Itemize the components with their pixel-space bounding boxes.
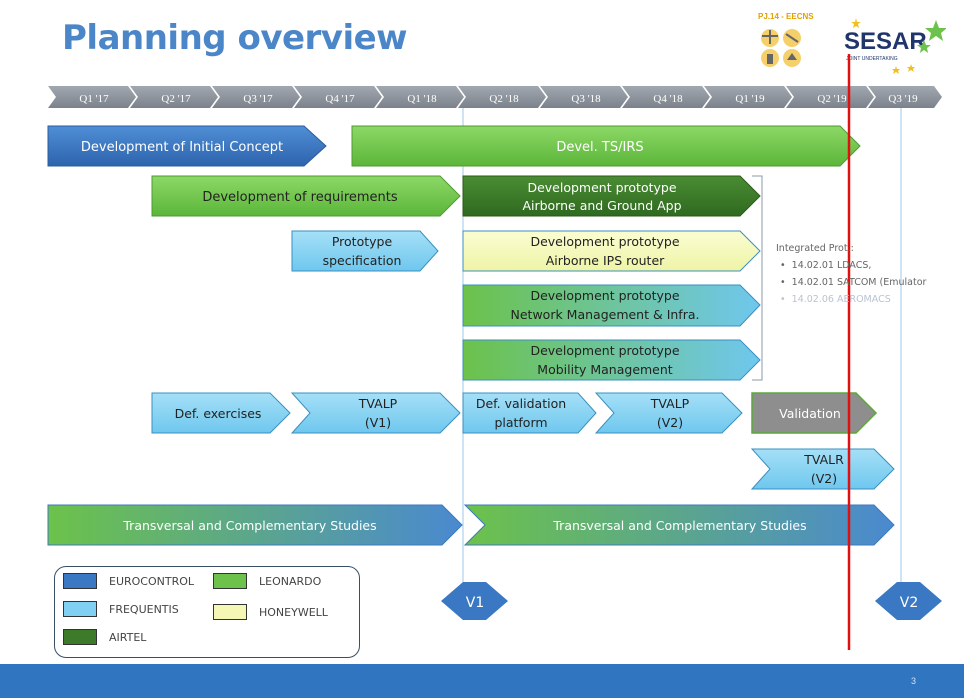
task-transversal-1: Transversal and Complementary Studies [47,504,463,546]
svg-text:V2: V2 [900,595,918,611]
task-ts-irs: Devel. TS/IRS [351,125,861,167]
svg-text:Q1 '17: Q1 '17 [79,93,109,105]
svg-text:Q3 '19: Q3 '19 [888,93,918,105]
svg-text:Prototype: Prototype [332,234,393,249]
timeline: Q1 '17 Q2 '17 Q3 '17 Q4 '17 Q1 '18 Q2 '1… [48,86,942,108]
svg-text:Devel. TS/IRS: Devel. TS/IRS [556,140,643,155]
svg-text:Development prototype: Development prototype [530,343,679,358]
legend-airtel: AIRTEL [63,629,146,645]
svg-text:TVALP: TVALP [650,396,690,411]
svg-text:Development of Initial Concept: Development of Initial Concept [81,140,283,155]
svg-text:Q1 '18: Q1 '18 [407,93,437,105]
svg-text:Development prototype: Development prototype [530,288,679,303]
svg-text:Q2 '19: Q2 '19 [817,93,847,105]
milestone-v1: V1 [441,582,508,620]
timeline-q4-18: Q4 '18 [622,86,710,108]
svg-text:Mobility Management: Mobility Management [537,362,672,377]
task-proto-spec: Prototype specification [291,230,439,272]
task-transversal-2: Transversal and Complementary Studies [463,504,895,546]
timeline-q1-18: Q1 '18 [376,86,464,108]
svg-text:Q2 '18: Q2 '18 [489,93,519,105]
svg-text:TVALP: TVALP [358,396,398,411]
legend-swatch [213,573,247,589]
svg-text:Q2 '17: Q2 '17 [161,93,191,105]
legend-honeywell: HONEYWELL [213,604,328,620]
timeline-q2-17: Q2 '17 [130,86,218,108]
pj14-logo: PJ.14 - EECNS [740,8,830,80]
task-def-exercises: Def. exercises [151,392,291,434]
timeline-q4-17: Q4 '17 [294,86,382,108]
svg-text:(V2): (V2) [657,415,683,430]
legend-swatch [63,601,97,617]
svg-text:V1: V1 [466,595,484,611]
svg-text:Q4 '17: Q4 '17 [325,93,355,105]
svg-text:Transversal and Complementary: Transversal and Complementary Studies [552,518,806,533]
svg-text:TVALR: TVALR [803,452,844,467]
svg-text:Development prototype: Development prototype [530,234,679,249]
sesar-wordmark: SESAR [844,28,927,55]
timeline-q1-19: Q1 '19 [704,86,792,108]
legend-swatch [63,573,97,589]
svg-text:Q3 '18: Q3 '18 [571,93,601,105]
svg-text:platform: platform [494,415,547,430]
milestone-v2: V2 [875,582,942,620]
task-initial-concept: Development of Initial Concept [47,125,327,167]
task-def-validation: Def. validation platform [462,392,597,434]
svg-text:Airborne and Ground App: Airborne and Ground App [522,198,681,213]
svg-text:Def. validation: Def. validation [476,396,566,411]
svg-text:Q3 '17: Q3 '17 [243,93,273,105]
task-validation: Validation [751,392,878,434]
page-number: 3 [910,676,916,686]
svg-text:(V1): (V1) [365,415,391,430]
task-tvalp-v2: TVALP (V2) [594,392,743,434]
task-tvalp-v1: TVALP (V1) [290,392,461,434]
integrated-prot-list: Integrated Prot.: • 14.02.01 LDACS, • 14… [776,240,926,308]
legend-leonardo: LEONARDO [213,573,321,589]
svg-text:Transversal and Complementary: Transversal and Complementary Studies [122,518,376,533]
prototype-bracket [752,175,763,381]
task-proto-airborne-ground: Development prototype Airborne and Groun… [462,175,761,217]
list-item: • 14.02.01 SATCOM (Emulator [780,277,927,288]
star-icon [851,18,946,74]
svg-text:(V2): (V2) [811,471,837,486]
task-proto-mobility: Development prototype Mobility Managemen… [462,339,761,381]
timeline-q3-18: Q3 '18 [540,86,628,108]
timeline-q3-17: Q3 '17 [212,86,300,108]
sesar-logo: SESAR JOINT UNDERTAKING [836,14,946,78]
task-proto-ips: Development prototype Airborne IPS route… [462,230,761,272]
legend-frequentis: FREQUENTIS [63,601,179,617]
svg-text:Airborne IPS router: Airborne IPS router [546,253,665,268]
footer-bar: 3 [0,664,964,698]
sesar-subtitle: JOINT UNDERTAKING [846,56,898,62]
task-requirements: Development of requirements [151,175,461,217]
task-tvalr-v2: TVALR (V2) [750,448,895,490]
svg-text:Def. exercises: Def. exercises [175,406,262,421]
svg-text:Q1 '19: Q1 '19 [735,93,765,105]
svg-text:Q4 '18: Q4 '18 [653,93,683,105]
legend-eurocontrol: EUROCONTROL [63,573,194,589]
svg-text:Development prototype: Development prototype [527,180,676,195]
integrated-prot-heading: Integrated Prot.: [776,243,854,254]
task-proto-network: Development prototype Network Management… [462,284,761,327]
legend: EUROCONTROL LEONARDO FREQUENTIS HONEYWEL… [54,566,360,658]
svg-text:Network Management & Infra.: Network Management & Infra. [511,307,700,322]
svg-text:Development of requirements: Development of requirements [202,190,398,205]
timeline-q2-19: Q2 '19 [786,86,874,108]
svg-text:Validation: Validation [779,406,841,421]
timeline-q2-18: Q2 '18 [458,86,546,108]
legend-swatch [63,629,97,645]
pj-code: PJ.14 - EECNS [758,12,814,21]
aircraft-icons-graphic [761,29,801,67]
list-item: • 14.02.06 AEROMACS [780,294,891,305]
timeline-q1-17: Q1 '17 [48,86,136,108]
svg-text:specification: specification [323,253,402,268]
page-title: Planning overview [62,18,408,58]
legend-swatch [213,604,247,620]
timeline-q3-19: Q3 '19 [868,86,942,108]
list-item: • 14.02.01 LDACS, [780,260,872,271]
